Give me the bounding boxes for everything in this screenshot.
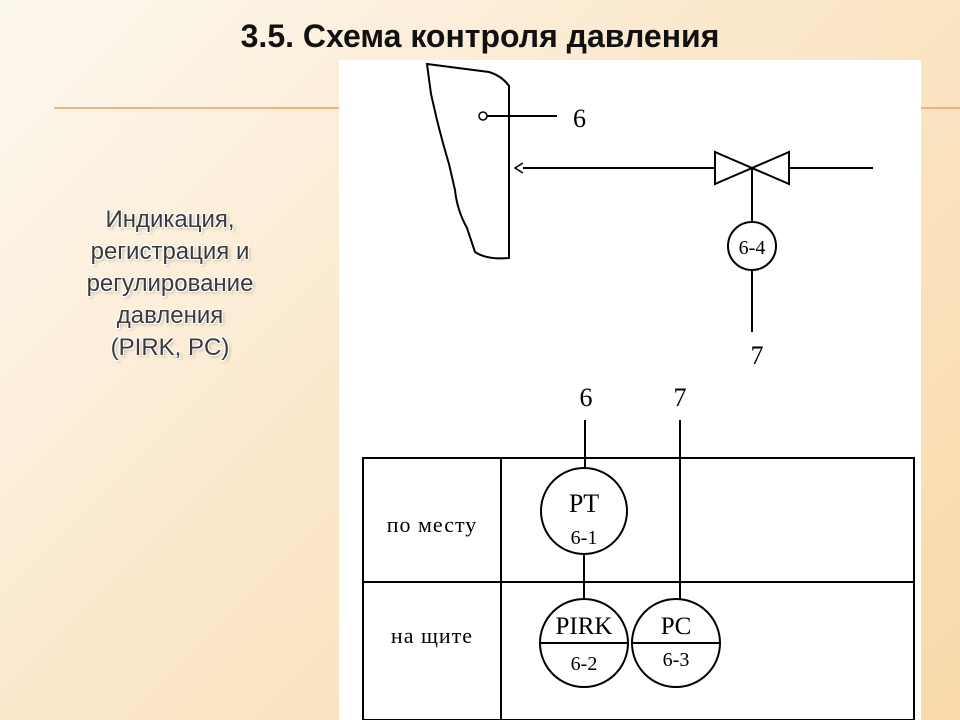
tap-label: 6 <box>573 104 586 133</box>
instrument-number: 6-1 <box>571 527 598 549</box>
description-line: (PIRK, PC) <box>110 334 230 361</box>
row-label-local: по месту <box>387 512 478 537</box>
instrument-tag: PC <box>661 613 692 640</box>
description-line: регистрация и <box>90 238 250 265</box>
location-table <box>362 457 915 720</box>
pressure-tap <box>478 111 488 121</box>
instrument-number: 6-3 <box>663 649 690 671</box>
description-line: регулирование <box>86 270 254 297</box>
diagram-panel: 6 6-4 7 6 7 по месту на щите PT 6-1 PIRK <box>339 60 921 720</box>
pressure-control-diagram: 6 6-4 7 6 7 по месту на щите PT 6-1 PIRK <box>362 62 915 720</box>
instrument-number: 6-2 <box>571 653 598 675</box>
slide-title: 3.5. Схема контроля давления <box>240 18 720 54</box>
description-line: давления <box>116 302 224 329</box>
description-line: Индикация, <box>105 206 235 233</box>
divider-line-right <box>918 107 960 109</box>
wire-label-7: 7 <box>674 383 687 412</box>
signal-line-label: 7 <box>751 341 764 370</box>
description-text: Индикация, регистрация и регулирование д… <box>20 204 320 364</box>
wire-label-6: 6 <box>580 383 593 412</box>
instrument-number: 6-4 <box>739 237 766 259</box>
valve-right-icon <box>749 150 790 186</box>
valve-left-icon <box>714 150 755 186</box>
instrument-tag: PIRK <box>556 613 613 640</box>
nozzle-mark <box>513 162 524 174</box>
divider-line-left <box>54 107 340 109</box>
row-label-panel: на щите <box>391 623 473 648</box>
vessel-shape <box>425 62 510 260</box>
instrument-tag: PT <box>569 489 599 518</box>
